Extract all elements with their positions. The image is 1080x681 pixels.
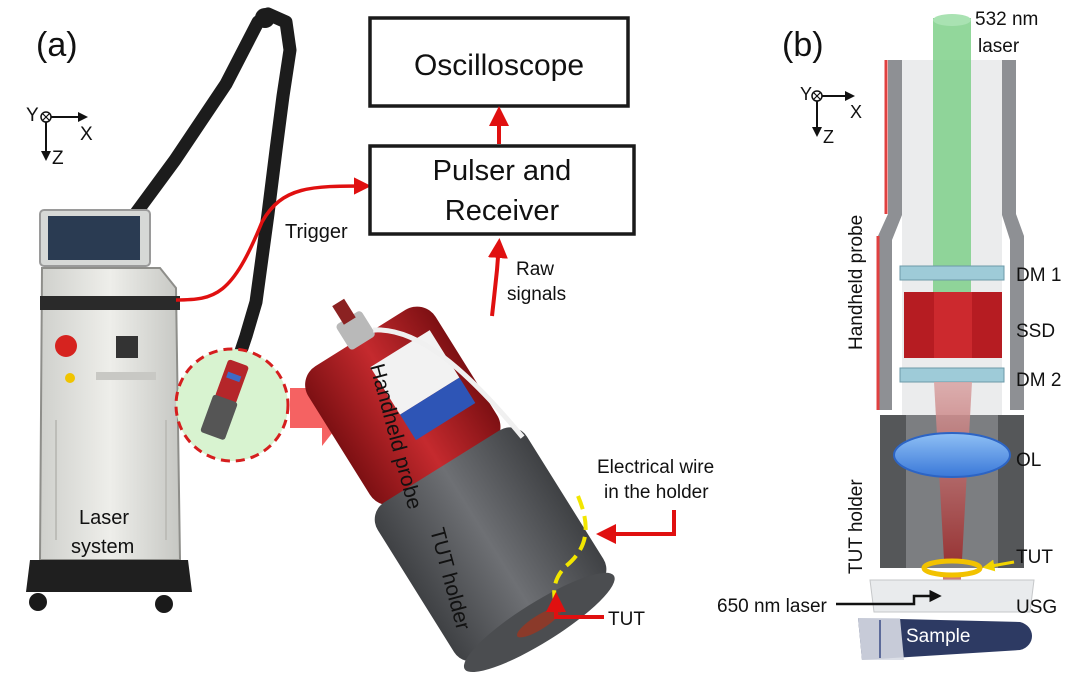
axes-indicator-b: Y X Z: [800, 84, 862, 147]
tut-label-b: TUT: [1016, 547, 1053, 568]
trigger-line: [175, 177, 372, 302]
tut-holder-housing: [880, 415, 1024, 568]
objective-lens: [893, 432, 1011, 478]
raw-signals-label-line2: signals: [507, 284, 566, 305]
dm1-plate: [899, 265, 1005, 281]
tut-pointer-b: [982, 559, 1015, 572]
laser-system-machine: Laser system: [26, 7, 297, 613]
tut-holder-label-b: TUT holder: [846, 479, 867, 574]
laser-650-pointer: [836, 589, 942, 606]
tut-label-a: TUT: [608, 609, 645, 630]
raw-signal-cable: [487, 238, 508, 317]
dm2-label: DM 2: [1016, 370, 1061, 391]
tut-ring: [921, 558, 983, 578]
panel-a-label: (a): [36, 26, 78, 64]
wheel-left: [29, 593, 47, 611]
ssd-label: SSD: [1016, 321, 1055, 342]
electrical-wire-label-line2: in the holder: [604, 482, 709, 503]
housing-right-wall: [1002, 60, 1024, 410]
sample-label: Sample: [906, 626, 970, 647]
handheld-probe-label-b: Handheld probe: [846, 215, 867, 350]
axis-z-label-b: Z: [823, 127, 834, 147]
sample-tube: [858, 618, 1032, 660]
dm1-label: DM 1: [1016, 265, 1061, 286]
wheel-right: [155, 595, 173, 613]
electrical-wire-label-line1: Electrical wire: [597, 457, 714, 478]
laser-532-label-line1: 532 nm: [975, 9, 1038, 30]
usg-block: [869, 579, 1035, 613]
panel-a: (a) Y X Z: [26, 7, 714, 673]
axis-y-label-b: Y: [800, 84, 812, 104]
tut-pointer-a: [546, 592, 604, 619]
axis-x-label: X: [80, 124, 93, 145]
raw-signals-label-line1: Raw: [516, 259, 554, 280]
handpiece-small: [200, 359, 249, 440]
laser-532-label-line2: laser: [978, 36, 1020, 57]
usg-label: USG: [1016, 597, 1057, 618]
axis-y-label: Y: [26, 105, 39, 126]
trigger-label: Trigger: [285, 221, 348, 243]
ol-label: OL: [1016, 450, 1041, 471]
articulated-arm: [115, 7, 297, 385]
panel-b: (b) 532 nm laser Y X Z: [717, 9, 1061, 660]
electrical-wire-pointer: [596, 510, 676, 544]
housing-left-wall: [878, 60, 902, 410]
emergency-stop-button: [55, 335, 77, 357]
axis-z-label: Z: [52, 148, 64, 169]
panel-b-label: (b): [782, 26, 824, 64]
laser-system-label-line1: Laser: [79, 507, 129, 529]
laser-system-label-line2: system: [71, 536, 134, 558]
dm2-plate: [899, 367, 1005, 383]
green-beam: [933, 18, 971, 308]
laser-650-label: 650 nm laser: [717, 596, 828, 617]
pulser-receiver-box: [368, 144, 636, 236]
axes-indicator-a: Y X Z: [26, 105, 93, 169]
pulser-label-line2: Receiver: [445, 195, 560, 227]
oscilloscope-label: Oscilloscope: [414, 49, 584, 82]
pulser-label-line1: Pulser and: [433, 155, 572, 187]
axis-x-label-b: X: [850, 102, 862, 122]
oscilloscope-box: [368, 16, 630, 108]
